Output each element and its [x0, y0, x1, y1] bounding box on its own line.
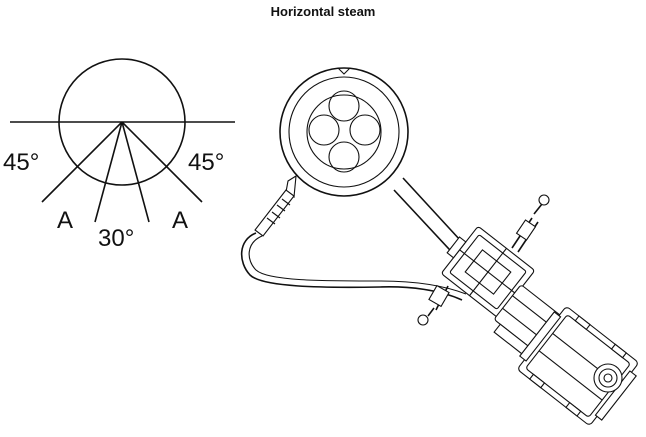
right-45-line	[121, 121, 203, 203]
center-angle-label: 30°	[98, 225, 134, 252]
left-angle-label: 45°	[3, 149, 39, 176]
transmitter-housing-icon	[518, 307, 638, 425]
steam-flowmeter-transmitter-drawing	[240, 67, 638, 425]
vent-valve-bottom-icon	[417, 284, 450, 326]
right-zone-label: A	[172, 207, 188, 234]
left-45-line	[41, 121, 123, 203]
left-30-line	[94, 121, 123, 223]
angle-diagram: 45° 45° 30° A A	[3, 58, 235, 252]
right-30-line	[121, 121, 150, 223]
primary-element-icon	[279, 67, 409, 197]
right-angle-label: 45°	[188, 149, 224, 176]
impulse-tubing	[240, 232, 463, 301]
conduit-entry-icon	[593, 363, 623, 393]
impulse-fitting-icon	[254, 174, 297, 237]
figure-title: Horizontal steam	[270, 4, 376, 19]
left-zone-label: A	[57, 207, 73, 234]
vent-valve-top-icon	[511, 194, 550, 253]
